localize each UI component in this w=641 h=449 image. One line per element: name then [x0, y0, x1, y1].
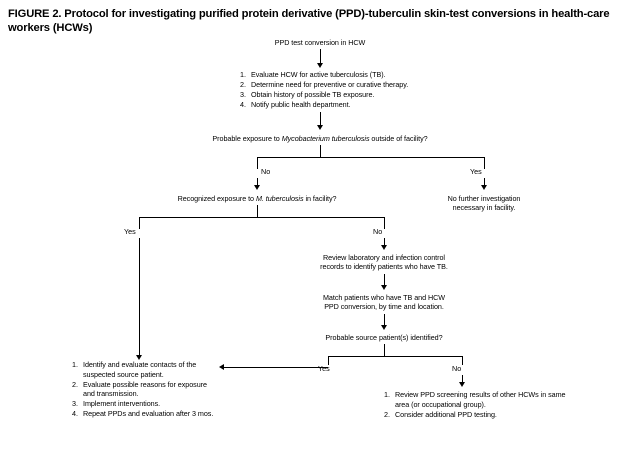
list-item: 2. Consider additional PPD testing.	[384, 410, 574, 420]
connector-outside-yes-drop	[484, 157, 485, 169]
connector-source-bus	[328, 356, 463, 357]
list-item-number: 4.	[72, 409, 78, 419]
arrow-left-icon	[219, 363, 224, 370]
list-item-number: 2.	[384, 409, 390, 419]
list-item: 2. Evaluate possible reasons for exposur…	[72, 380, 217, 399]
list-item-number: 1.	[72, 360, 78, 369]
list-item-label: Consider additional PPD testing.	[395, 409, 497, 419]
page-title: FIGURE 2. Protocol for investigating pur…	[8, 8, 610, 34]
list-item: 4. Repeat PPDs and evaluation after 3 mo…	[72, 409, 217, 419]
connector-facility-no-arrowline	[384, 238, 385, 246]
connector-source-no-arrowline	[462, 375, 463, 383]
node-screening-actions: 1. Review PPD screening results of other…	[384, 390, 574, 420]
list-item-label: Evaluate possible reasons for exposure a…	[83, 379, 207, 399]
node-initial-steps: 1. Evaluate HCW for active tuberculosis …	[240, 70, 455, 110]
arrow-down-icon	[316, 63, 323, 68]
arrow-down-icon	[480, 185, 487, 190]
arrow-down-icon	[380, 245, 387, 250]
connector-outside-yes-arrowline	[484, 178, 485, 186]
branch-label-source-yes: Yes	[318, 364, 330, 373]
arrow-down-icon	[135, 355, 142, 360]
decision-text-prefix: Recognized exposure to	[177, 194, 256, 203]
list-item-number: 2.	[72, 379, 78, 389]
list-item-label: Determine need for preventive or curativ…	[251, 80, 409, 90]
connector-outside-bus	[257, 157, 485, 158]
arrow-down-icon	[380, 325, 387, 330]
list-item: 4. Notify public health department.	[240, 100, 455, 110]
connector-source-yes-to-contacts	[224, 367, 328, 368]
connector-outside-no-drop	[257, 157, 258, 169]
branch-label-outside-no: No	[261, 167, 271, 176]
list-item-number: 3.	[240, 90, 246, 100]
connector-facility-bus	[139, 217, 385, 218]
branch-label-outside-yes: Yes	[470, 167, 482, 176]
decision-text-species: M. tuberculosis	[255, 194, 304, 203]
connector-facility-yes-drop	[139, 217, 140, 229]
connector-source-stem	[384, 344, 385, 356]
decision-text-suffix: in facility?	[303, 194, 337, 203]
connector-facility-no-drop	[384, 217, 385, 229]
decision-text-prefix: Probable exposure to	[212, 134, 282, 143]
branch-label-facility-yes: Yes	[124, 227, 136, 236]
list-item-label: Review PPD screening results of other HC…	[395, 390, 566, 409]
arrow-down-icon	[253, 185, 260, 190]
list-item-number: 1.	[384, 390, 390, 399]
decision-text-suffix: outside of facility?	[369, 134, 428, 143]
connector-facility-stem	[257, 205, 258, 217]
branch-label-facility-no: No	[373, 227, 383, 236]
node-decision-exposure-outside: Probable exposure to Mycobacterium tuber…	[190, 134, 450, 143]
node-line-1: Match patients who have TB and HCW	[322, 293, 445, 302]
connector-match-to-source	[384, 314, 385, 326]
node-start: PPD test conversion in HCW	[274, 38, 366, 47]
list-item: 1. Evaluate HCW for active tuberculosis …	[240, 70, 455, 80]
node-decision-exposure-facility: Recognized exposure to M. tuberculosis i…	[152, 194, 362, 203]
list-item-label: Identify and evaluate contacts of the su…	[83, 360, 197, 379]
node-line-1: Review laboratory and infection control	[323, 253, 445, 262]
list-item-label: Implement interventions.	[83, 399, 161, 409]
list-item-label: Repeat PPDs and evaluation after 3 mos.	[83, 409, 214, 419]
connector-outside-no-arrowline	[257, 178, 258, 186]
node-decision-source-patient: Probable source patient(s) identified?	[325, 333, 443, 342]
connector-outside-stem	[320, 145, 321, 157]
node-line-1: No further investigation	[447, 194, 521, 203]
list-item-number: 3.	[72, 399, 78, 409]
node-line-2: PPD conversion, by time and location.	[324, 302, 444, 312]
list-item-number: 2.	[240, 80, 246, 90]
list-item-number: 1.	[240, 70, 246, 79]
list-item: 1. Review PPD screening results of other…	[384, 390, 574, 409]
node-contacts-actions: 1. Identify and evaluate contacts of the…	[72, 360, 217, 420]
list-item-label: Notify public health department.	[251, 100, 351, 110]
connector-start-to-steps	[320, 49, 321, 64]
arrow-down-icon	[380, 285, 387, 290]
connector-steps-to-outside	[320, 112, 321, 126]
connector-source-yes-drop	[328, 356, 329, 365]
list-item-label: Obtain history of possible TB exposure.	[251, 90, 375, 100]
list-item: 1. Identify and evaluate contacts of the…	[72, 360, 217, 379]
arrow-down-icon	[458, 382, 465, 387]
arrow-down-icon	[316, 125, 323, 130]
node-review-records: Review laboratory and infection control …	[305, 253, 463, 272]
list-item: 3. Implement interventions.	[72, 399, 217, 409]
node-match-patients: Match patients who have TB and HCW PPD c…	[309, 293, 459, 312]
decision-text-species: Mycobacterium tuberculosis	[281, 134, 370, 143]
connector-review-to-match	[384, 274, 385, 286]
list-item-label: Evaluate HCW for active tuberculosis (TB…	[251, 70, 386, 79]
node-line-2: necessary in facility.	[452, 203, 516, 213]
connector-source-no-drop	[462, 356, 463, 365]
connector-facility-yes-long	[139, 238, 140, 356]
node-no-further-investigation: No further investigation necessary in fa…	[424, 194, 544, 213]
list-item-number: 4.	[240, 100, 246, 110]
node-line-2: records to identify patients who have TB…	[320, 262, 448, 272]
branch-label-source-no: No	[452, 364, 462, 373]
list-item: 2. Determine need for preventive or cura…	[240, 80, 455, 90]
list-item: 3. Obtain history of possible TB exposur…	[240, 90, 455, 100]
